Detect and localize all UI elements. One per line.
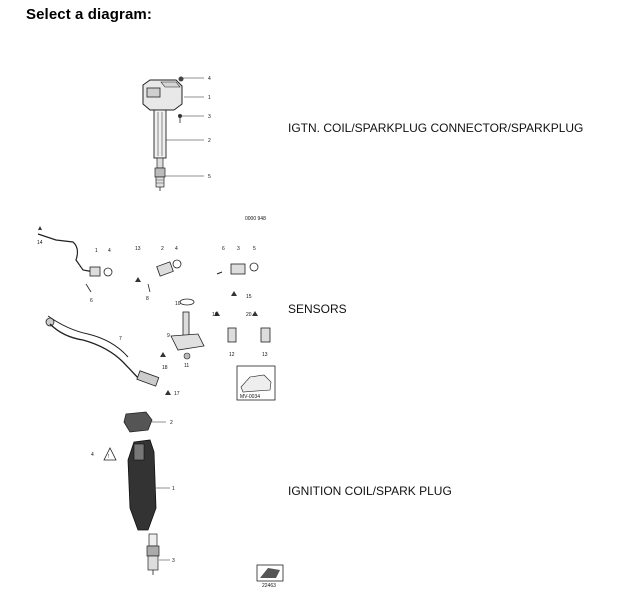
- callout-label: 4: [108, 248, 111, 254]
- callout-label: 18: [162, 365, 168, 371]
- page-title: Select a diagram:: [26, 6, 152, 23]
- callout-label: 19: [212, 312, 218, 318]
- callout-label: 2: [161, 246, 164, 252]
- document-stamp-icon: 22463: [256, 564, 286, 588]
- callout-label: 8: [146, 296, 149, 302]
- diagram-link-ignition-coil-spark-plug[interactable]: 2 ! 4 1 3 22463 IGNITION COIL/SPARK PLUG: [0, 408, 626, 590]
- callout-label: 5: [253, 246, 256, 252]
- diagram-code: 0000 948: [245, 216, 266, 222]
- diagram-link-sensors[interactable]: 0000 948 14 1 4 6 13 2 4 8 6: [0, 212, 626, 407]
- callout-label: 20: [246, 312, 252, 318]
- diagram-thumbnail-ignition-coil-connector[interactable]: 4 1 3 2 5: [130, 70, 225, 198]
- callout-label: 9: [167, 333, 170, 339]
- callout-label: 11: [184, 363, 189, 369]
- callout-label: 10: [175, 301, 181, 307]
- callout-label: 12: [229, 352, 235, 358]
- callout-label: 14: [37, 240, 43, 246]
- callout-label: 3: [208, 114, 211, 120]
- callout-label: 1: [172, 486, 175, 492]
- diagram-label-sensors[interactable]: SENSORS: [288, 302, 347, 316]
- warning-icon: !: [108, 454, 109, 460]
- callout-label: 17: [174, 391, 180, 397]
- callout-label: 3: [237, 246, 240, 252]
- callout-label: 4: [91, 452, 94, 458]
- diagram-thumbnail-sensors[interactable]: 0000 948 14 1 4 6 13 2 4 8 6: [28, 212, 278, 407]
- callout-label: 7: [119, 336, 122, 342]
- callout-label: 4: [175, 246, 178, 252]
- callout-label: 1: [95, 248, 98, 254]
- callout-label: 4: [208, 76, 211, 82]
- callout-label: 6: [90, 298, 93, 304]
- diagram-link-ignition-coil-connector[interactable]: 4 1 3 2 5 IGTN. COIL/SPARKPLUG CONNECTOR…: [0, 70, 626, 200]
- callout-label: 6: [222, 246, 225, 252]
- callout-label: 13: [135, 246, 141, 252]
- callout-label: 1: [208, 95, 211, 101]
- diagram-thumbnail-ignition-coil-spark-plug[interactable]: 2 ! 4 1 3: [86, 408, 196, 583]
- callout-label: 2: [170, 420, 173, 426]
- callout-label: 2: [208, 138, 211, 144]
- diagram-label-ignition-coil-connector[interactable]: IGTN. COIL/SPARKPLUG CONNECTOR/SPARKPLUG: [288, 121, 584, 135]
- stamp-code: 22463: [262, 583, 276, 588]
- callout-label: 3: [172, 558, 175, 564]
- diagram-label-ignition-coil-spark-plug[interactable]: IGNITION COIL/SPARK PLUG: [288, 484, 452, 498]
- callout-label: 15: [246, 294, 252, 300]
- callout-label: 5: [208, 174, 211, 180]
- callout-label: 13: [262, 352, 268, 358]
- inset-code: MV-0034: [240, 394, 260, 400]
